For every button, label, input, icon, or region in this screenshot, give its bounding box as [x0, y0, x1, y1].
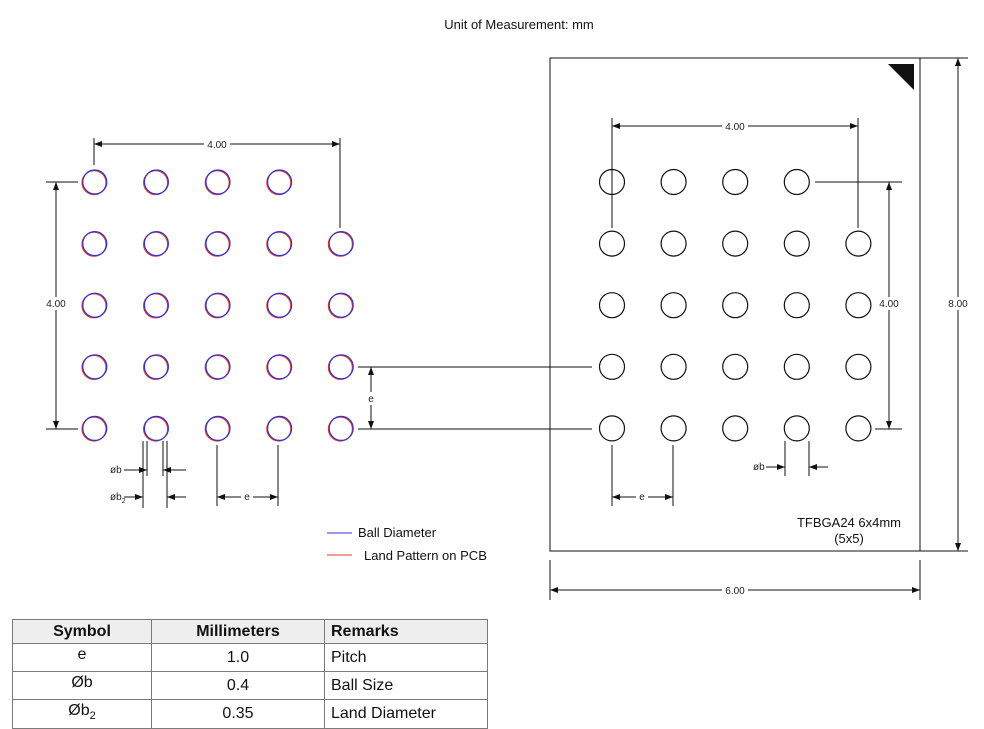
package-array: (5x5) [834, 531, 864, 546]
header-symbol: Symbol [12, 619, 152, 644]
ball-outline [143, 415, 169, 441]
pkg-width-dim-label: 6.00 [725, 586, 745, 597]
ball-outline [328, 292, 354, 318]
left-side-dim-label: 4.00 [46, 299, 66, 310]
pkg-inner-dim-bg [876, 297, 902, 310]
package-ball [598, 353, 626, 380]
ball-outline [82, 415, 108, 441]
pkg-inner-dim-label: 4.00 [879, 299, 899, 310]
package-ball [722, 230, 749, 257]
left-pitch-v-bg [365, 392, 377, 405]
value-cell: 1.0 [151, 642, 325, 673]
header-millimeters: Millimeters [151, 619, 325, 644]
spec-table: Symbol Millimeters Remarks e 1.0 Pitch Ø… [12, 619, 488, 729]
ball-outline [143, 354, 169, 380]
package-ball [598, 168, 626, 196]
package-ball [783, 230, 810, 257]
table-row: Øb 0.4 Ball Size [12, 671, 488, 701]
left-top-dim-bg [204, 137, 230, 150]
remark-cell: Pitch [324, 642, 488, 673]
left-side-dim-bg [43, 297, 69, 310]
package-outline [549, 57, 921, 552]
package-ball [660, 230, 687, 257]
package-ball [722, 292, 749, 319]
package-ball [845, 353, 872, 380]
table-header-row: Symbol Millimeters Remarks [12, 619, 488, 644]
ball-outline [267, 415, 293, 441]
package-ball [660, 168, 687, 196]
ball-outline [328, 231, 354, 257]
left-pitch-v-label: e [368, 394, 374, 405]
land-pattern-view [46, 138, 592, 508]
left-ball-label: øb [110, 465, 122, 476]
value-cell: 0.4 [151, 671, 325, 701]
package-ball [598, 415, 626, 442]
symbol-cell: e [12, 642, 152, 673]
package-ball [845, 415, 872, 442]
package-view [549, 57, 968, 600]
left-pitch-h-bg [241, 490, 253, 503]
package-ball [598, 292, 626, 319]
package-name: TFBGA24 6x4mm [797, 515, 901, 530]
remark-cell: Land Diameter [324, 699, 488, 729]
package-ball [783, 292, 810, 319]
ball-outline [267, 354, 293, 380]
header-remarks: Remarks [324, 619, 488, 644]
package-ball [845, 230, 872, 257]
land-pattern-grid [81, 169, 354, 442]
pkg-top-dim-label: 4.00 [725, 122, 745, 133]
remark-cell: Ball Size [324, 671, 488, 701]
package-ball [783, 168, 810, 196]
ball-outline [267, 169, 293, 195]
pkg-ball-label: øb [753, 462, 765, 473]
ball-outline [143, 231, 169, 257]
ball-outline [82, 354, 108, 380]
package-ball [783, 353, 810, 380]
ball-outline [267, 231, 293, 257]
left-land-label: øb2 [110, 492, 126, 505]
drawing: Unit of Measurement: mm 4.00 4.00 e e [43, 17, 971, 600]
package-ball [783, 415, 810, 442]
pkg-pitch-bg [636, 490, 648, 503]
package-ball [722, 353, 749, 380]
ball-outline [205, 292, 231, 318]
value-cell: 0.35 [151, 699, 325, 729]
pkg-height-dim-bg [945, 297, 971, 310]
symbol-cell: Øb [12, 671, 152, 701]
ball-outline [205, 169, 231, 195]
unit-label: Unit of Measurement: mm [444, 17, 594, 32]
package-ball [722, 415, 749, 442]
ball-outline [143, 292, 169, 318]
table-row: e 1.0 Pitch [12, 642, 488, 673]
table-row: Øb2 0.35 Land Diameter [12, 699, 488, 729]
left-top-dim-label: 4.00 [207, 140, 227, 151]
package-ball [660, 292, 687, 319]
symbol-cell: Øb2 [12, 699, 152, 729]
legend-land-label: Land Pattern on PCB [364, 548, 487, 563]
ball-outline [205, 231, 231, 257]
package-ball [660, 415, 687, 442]
pkg-pitch-label: e [639, 492, 645, 503]
package-ball [722, 168, 749, 196]
ball-outline [205, 354, 231, 380]
package-ball [598, 230, 626, 257]
package-ball-grid [598, 168, 872, 442]
legend-ball-label: Ball Diameter [358, 525, 437, 540]
ball-outline [82, 231, 108, 257]
pkg-top-dim-bg [722, 119, 748, 132]
pin1-corner-marker [888, 64, 914, 90]
ball-outline [267, 292, 293, 318]
ball-outline [143, 169, 169, 195]
pkg-height-dim-label: 8.00 [948, 299, 968, 310]
package-ball [660, 353, 687, 380]
ball-outline [82, 292, 108, 318]
ball-outline [82, 169, 108, 195]
ball-outline [328, 354, 354, 380]
pkg-width-dim-bg [722, 583, 748, 596]
package-ball [845, 292, 872, 319]
ball-outline [205, 415, 231, 441]
ball-outline [328, 415, 354, 441]
left-pitch-h-label: e [244, 492, 250, 503]
